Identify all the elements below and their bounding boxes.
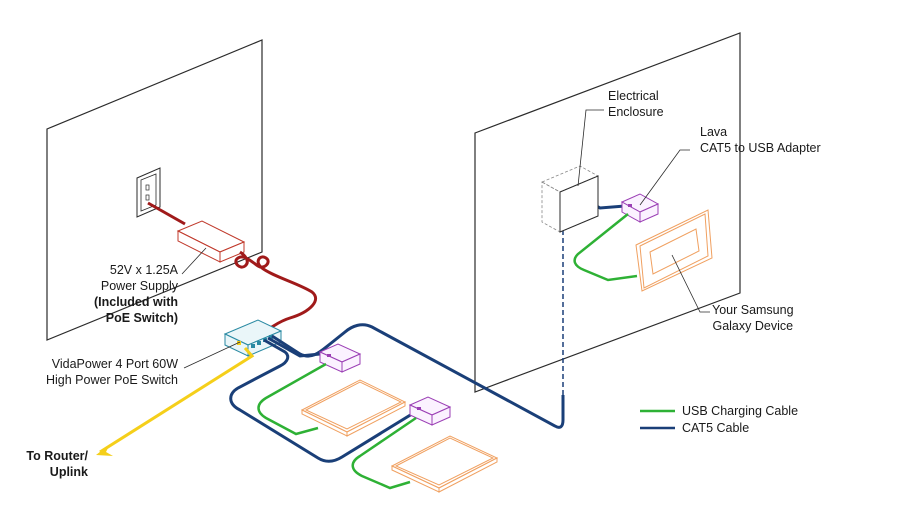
uplink-arrowhead bbox=[96, 444, 113, 456]
device-label: Your Samsung Galaxy Device bbox=[712, 302, 794, 334]
power-cable-switch bbox=[234, 250, 318, 330]
adapter-label: Lava CAT5 to USB Adapter bbox=[700, 124, 821, 156]
adapter-label-line2: CAT5 to USB Adapter bbox=[700, 141, 821, 155]
usb-cable-wall bbox=[573, 213, 638, 282]
device-label-line2: Galaxy Device bbox=[712, 319, 794, 333]
legend-item-usb: USB Charging Cable bbox=[682, 404, 799, 418]
lava-adapter-1 bbox=[318, 343, 362, 373]
psu-label: 52V x 1.25A Power Supply (Included with … bbox=[94, 262, 178, 326]
psu-label-line4: PoE Switch) bbox=[105, 311, 178, 325]
uplink-cable bbox=[99, 347, 255, 454]
tablet-1 bbox=[300, 379, 407, 437]
psu-label-line3: (Included with bbox=[93, 295, 178, 309]
psu-label-line1: 52V x 1.25A bbox=[109, 263, 178, 277]
router-label: To Router/ Uplink bbox=[26, 448, 88, 480]
usb-cable-1 bbox=[257, 362, 327, 436]
legend: USB Charging Cable CAT5 Cable bbox=[682, 403, 798, 436]
power-cable-outlet bbox=[147, 201, 186, 226]
psu-label-line2: Power Supply bbox=[100, 279, 178, 293]
electrical-enclosure bbox=[541, 165, 599, 233]
lava-adapter-wall bbox=[620, 193, 660, 223]
router-label-line2: Uplink bbox=[49, 465, 88, 479]
switch-label: VidaPower 4 Port 60W High Power PoE Swit… bbox=[46, 356, 178, 388]
enclosure-label: Electrical Enclosure bbox=[608, 88, 664, 120]
lava-adapter-2 bbox=[408, 396, 452, 426]
cat5-cable-tablet2 bbox=[229, 338, 413, 463]
usb-cable-2 bbox=[351, 416, 417, 490]
enclosure-label-line1: Electrical bbox=[608, 89, 659, 103]
legend-item-cat5: CAT5 Cable bbox=[682, 421, 750, 435]
leader-lines bbox=[181, 109, 710, 369]
device-label-line1: Your Samsung bbox=[712, 303, 794, 317]
tablet-wall bbox=[635, 209, 713, 292]
tablet-2 bbox=[390, 435, 499, 493]
right-wall bbox=[474, 32, 741, 393]
switch-label-line1: VidaPower 4 Port 60W bbox=[51, 357, 178, 371]
power-supply bbox=[176, 220, 246, 263]
router-label-line1: To Router/ bbox=[26, 449, 88, 463]
switch-label-line2: High Power PoE Switch bbox=[45, 373, 178, 387]
enclosure-label-line2: Enclosure bbox=[608, 105, 664, 119]
wall-outlet bbox=[136, 167, 161, 218]
cat5-cable-tablet1 bbox=[267, 336, 321, 358]
adapter-label-line1: Lava bbox=[700, 125, 728, 139]
